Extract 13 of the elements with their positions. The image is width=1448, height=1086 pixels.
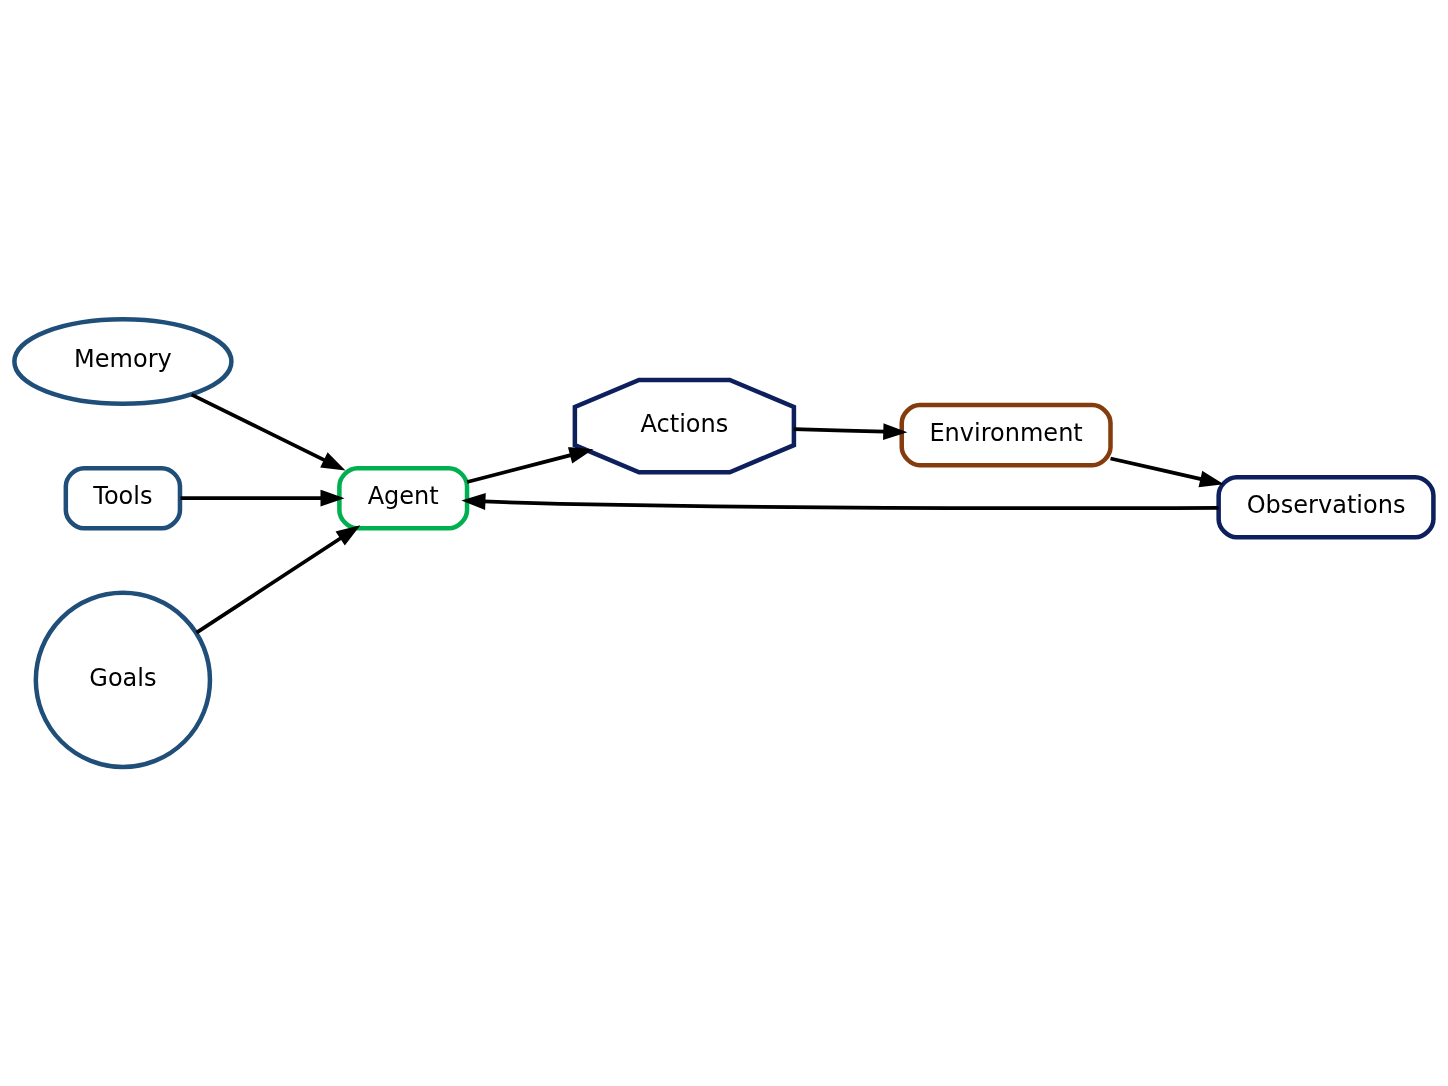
node-ellipse: Memory [12,317,234,406]
node-circle: Goals [33,590,213,770]
arrow [466,447,594,484]
arrow [190,392,346,471]
arrow [180,489,345,507]
node-box: Environment [899,402,1113,468]
arrow [195,525,361,635]
arrow [793,423,908,441]
arrow [1110,456,1224,488]
node-box: Tools [63,465,183,531]
node-box: Agent [337,465,470,531]
arrow [461,493,1219,510]
node-box: Observations [1216,474,1436,540]
